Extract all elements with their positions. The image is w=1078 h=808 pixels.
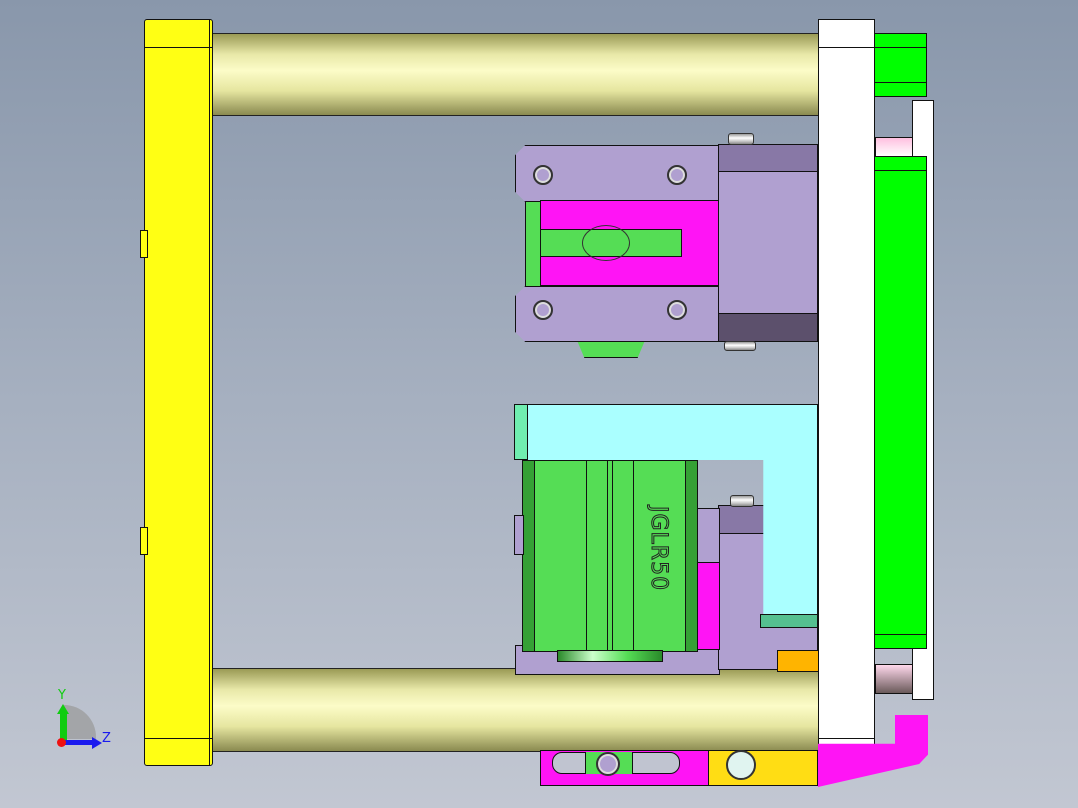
left-plate-edge-line xyxy=(144,47,213,48)
z-axis-label: Z xyxy=(102,731,111,746)
left-plate[interactable] xyxy=(144,19,213,766)
upper-side-block-bottom xyxy=(719,313,817,341)
left-plate-notch xyxy=(140,527,148,555)
bottom-yellow-hole xyxy=(726,750,756,780)
lower-side-tab xyxy=(514,515,524,555)
upper-side-block[interactable] xyxy=(718,144,818,342)
mount-hole xyxy=(533,165,553,185)
orientation-triad[interactable]: Y Z xyxy=(52,688,122,755)
bolt-head xyxy=(724,341,756,351)
mount-hole xyxy=(533,300,553,320)
left-plate-notch xyxy=(140,230,148,258)
y-axis-arrow xyxy=(60,712,67,742)
mount-hole xyxy=(667,165,687,185)
shaft-ring xyxy=(582,225,630,261)
upper-clamp-bottom-tab xyxy=(576,338,646,358)
mount-hole xyxy=(667,300,687,320)
pad-edge-line xyxy=(874,634,927,635)
right-plate-edge-line xyxy=(818,47,875,48)
lower-spacer-magenta xyxy=(696,562,720,650)
z-axis-arrow xyxy=(62,740,92,745)
bottom-hole xyxy=(596,752,620,776)
pad-edge-line xyxy=(874,82,927,83)
pink-spacer-top xyxy=(875,137,913,157)
cylinder-groove xyxy=(607,461,608,651)
left-plate-inner-line xyxy=(209,19,210,766)
z-axis-arrowhead xyxy=(92,737,102,749)
cylinder-groove xyxy=(612,461,613,651)
bolt-head xyxy=(730,495,754,507)
left-plate-edge-line xyxy=(144,738,213,739)
bolt-head xyxy=(728,133,754,145)
upper-side-block-top xyxy=(719,145,817,172)
cylinder-side-dark xyxy=(685,461,697,651)
pad-edge-line xyxy=(874,47,927,48)
cylinder-bracket-edge xyxy=(514,404,528,460)
cylinder-bracket-foot xyxy=(760,614,818,628)
cylinder-body[interactable] xyxy=(522,460,698,652)
cylinder-label: JGLR50 xyxy=(646,505,672,592)
side-green-pad-main[interactable] xyxy=(874,156,927,649)
orange-stop[interactable] xyxy=(777,650,819,672)
side-green-pad-top[interactable] xyxy=(874,33,927,97)
y-axis-arrowhead xyxy=(57,704,69,714)
cylinder-rod xyxy=(557,650,663,662)
pink-spacer-bottom xyxy=(875,664,913,694)
guide-rod-top[interactable] xyxy=(205,33,820,116)
cylinder-side-dark xyxy=(523,461,535,651)
right-plate-edge-line xyxy=(818,738,875,739)
right-plate[interactable] xyxy=(818,19,875,766)
x-axis-dot xyxy=(57,738,66,747)
guide-rod-bottom[interactable] xyxy=(205,668,820,752)
cylinder-groove xyxy=(633,461,634,651)
lower-spacer-lav xyxy=(696,508,720,563)
y-axis-label: Y xyxy=(58,688,66,703)
bottom-yellow-block[interactable] xyxy=(708,750,818,786)
pad-edge-line xyxy=(874,170,927,171)
cylinder-groove xyxy=(586,461,587,651)
